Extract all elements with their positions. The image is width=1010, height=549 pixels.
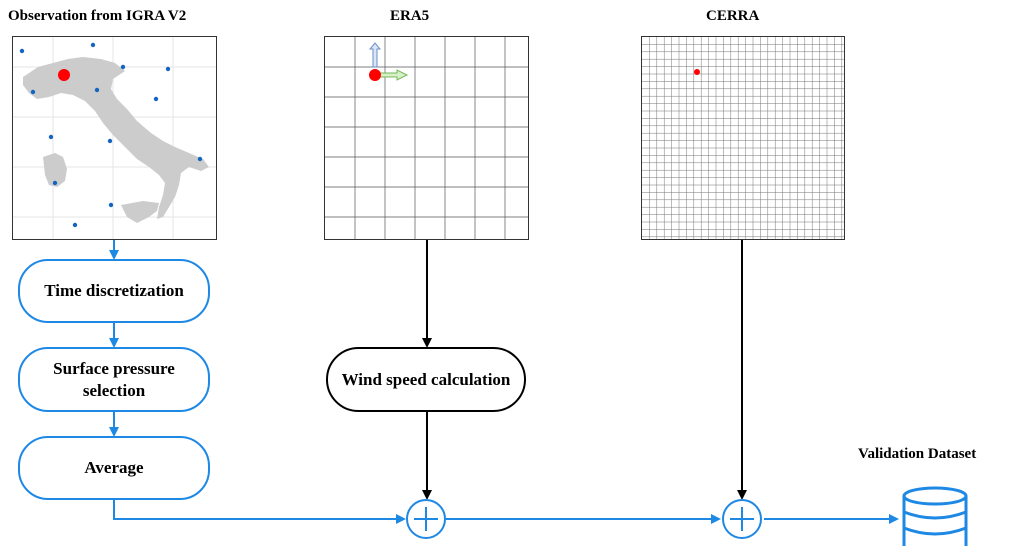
station-dot [72,222,78,228]
cerra-grid [642,37,844,239]
station-dot [197,156,203,162]
land-shape [23,57,209,223]
station-dot [52,180,58,186]
arrow-average-to-combine1 [113,500,406,524]
wind-speed-label: Wind speed calculation [341,369,511,389]
database-icon [902,486,968,546]
station-dot [90,42,96,48]
wind-speed-node: Wind speed calculation [326,347,526,412]
station-dot [30,89,36,95]
surface-pressure-node: Surface pressure selection [18,347,210,412]
average-label: Average [84,458,144,477]
surface-pressure-label: Surface pressure selection [53,358,175,400]
era5-grid-panel [324,36,529,240]
cerra-grid-panel [641,36,845,240]
cerra-title: CERRA [706,8,760,24]
era5-title: ERA5 [390,8,430,24]
station-dot [48,134,54,140]
time-discretization-label: Time discretization [44,281,184,300]
station-dot [108,202,114,208]
station-dot [165,66,171,72]
station-dot [120,64,126,70]
cerra-point-marker [694,69,700,75]
italy-map [13,37,216,239]
validation-title: Validation Dataset [858,446,977,462]
plus-circle-icon [722,499,762,539]
station-marker [58,69,70,81]
average-node: Average [18,436,210,500]
era5-point-marker [369,69,381,81]
station-dot [107,138,113,144]
era5-grid [325,37,528,239]
time-discretization-node: Time discretization [18,259,210,323]
igra-map-panel [12,36,217,240]
station-dot [94,87,100,93]
plus-circle-icon [406,499,446,539]
station-dot [19,48,25,54]
station-dot [153,96,159,102]
igra-title: Observation from IGRA V2 [8,8,187,24]
